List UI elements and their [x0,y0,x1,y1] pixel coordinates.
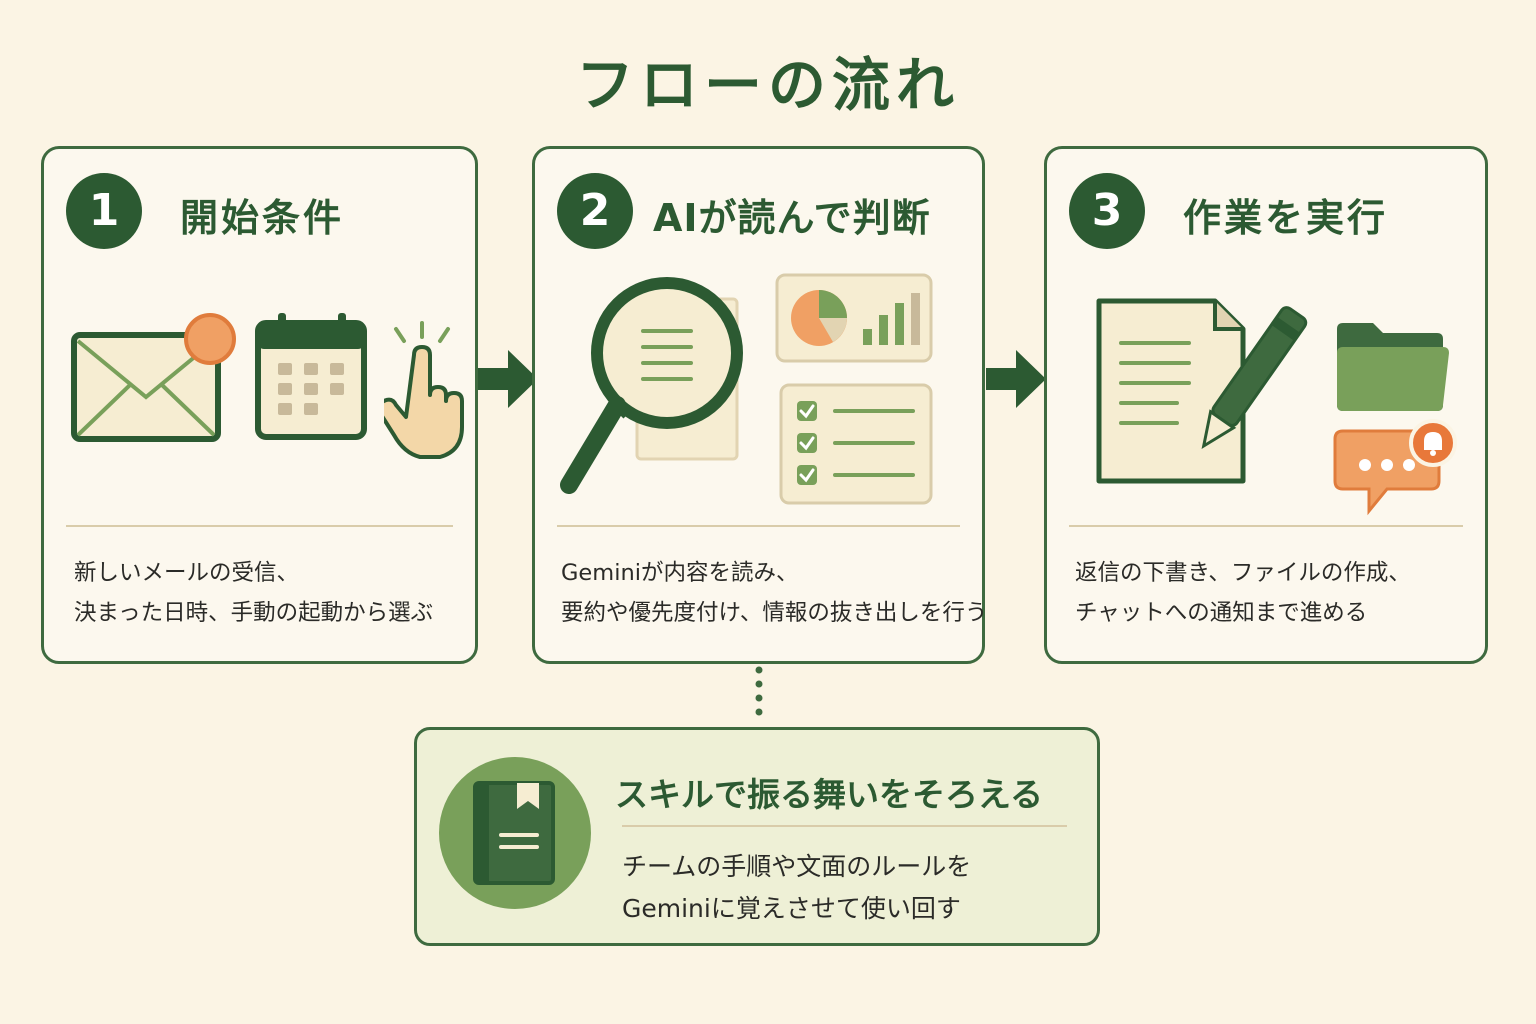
step-description: Geminiが内容を読み、 要約や優先度付け、情報の抜き出しを行う [561,553,988,633]
skill-icon-circle [439,757,591,909]
document-pen-icon [1096,298,1308,484]
skill-divider [622,825,1067,827]
checklist-icon [779,383,933,505]
step-card-3: 3 作業を実行 返信の下書き、ファイルの作成、 チャットへの通知まで進める [1044,146,1488,664]
pie-bar-chart-icon [775,273,933,363]
step-number-badge: 2 [557,173,633,249]
step-description-line: Geminiが内容を読み、 [561,560,799,586]
skill-title: スキルで振る舞いをそろえる [615,775,1044,814]
step-description-line: チャットへの通知まで進める [1075,600,1368,626]
step-description-line: 新しいメールの受信、 [74,560,300,586]
step-title: 開始条件 [180,196,345,240]
calendar-icon [255,313,367,440]
skill-description-line: Geminiに覚えさせて使い回す [622,894,961,923]
step-title: AIが読んで判断 [653,196,931,240]
step-description: 新しいメールの受信、 決まった日時、手動の起動から選ぶ [74,553,465,633]
skill-description: チームの手順や文面のルールを Geminiに覚えさせて使い回す [622,846,971,930]
step-divider [557,525,960,527]
skill-description-line: チームの手順や文面のルールを [622,852,972,881]
step-description-line: 決まった日時、手動の起動から選ぶ [74,600,434,626]
step-description-line: 返信の下書き、ファイルの作成、 [1075,560,1411,586]
step-description-line: 要約や優先度付け、情報の抜き出しを行う [561,600,988,626]
arrow-right-icon [478,350,538,408]
skill-card: スキルで振る舞いをそろえる チームの手順や文面のルールを Geminiに覚えさせ… [414,727,1100,946]
arrow-right-icon [986,350,1046,408]
envelope-icon [71,313,236,442]
step-card-2: 2 AIが読んで判断 G [532,146,988,664]
step-number-badge: 3 [1069,173,1145,249]
step-title: 作業を実行 [1183,196,1389,240]
tap-hand-icon [384,321,464,459]
step-divider [1069,525,1463,527]
step-divider [66,525,453,527]
step-description: 返信の下書き、ファイルの作成、 チャットへの通知まで進める [1075,553,1475,633]
folder-icon [1337,323,1449,411]
chat-bell-icon [1333,419,1457,516]
page-title: フローの流れ [575,51,960,119]
dotted-connector [755,666,763,716]
step-card-1: 1 開始条件 新しいメールの受信、 決まった日時、手動の起動から選ぶ [41,146,478,664]
step-number-badge: 1 [66,173,142,249]
book-icon [473,781,555,885]
magnifier-document-icon [560,277,743,494]
